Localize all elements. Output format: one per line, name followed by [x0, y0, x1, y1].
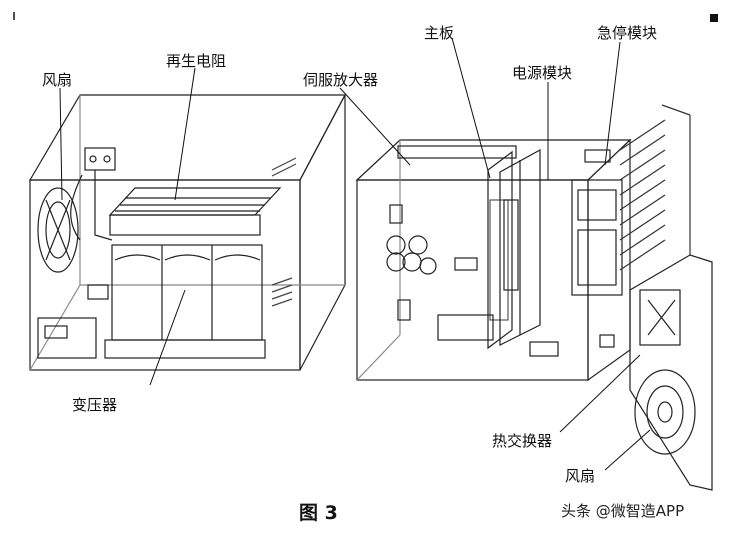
label-fan-left: 风扇	[42, 71, 73, 89]
label-fan-right: 风扇	[565, 467, 596, 485]
left-cabinet	[28, 94, 346, 371]
label-power-module: 电源模块	[512, 64, 573, 82]
watermark: 头条 @微智造APP	[561, 502, 685, 520]
figure-caption: 图 3	[299, 502, 338, 524]
main-board	[487, 150, 513, 350]
right-cabinet	[355, 104, 713, 491]
label-transformer: 变压器	[72, 396, 118, 414]
power-module	[499, 148, 541, 346]
regen-resistor	[108, 187, 282, 236]
corner-mark	[710, 14, 718, 22]
label-estop-module: 急停模块	[597, 24, 658, 42]
transformer	[104, 244, 266, 359]
label-regen-resistor: 再生电阻	[166, 52, 227, 70]
estop-module	[571, 149, 623, 296]
label-servo-amp: 伺服放大器	[303, 71, 379, 89]
label-main-board: 主板	[424, 24, 455, 42]
left-fan	[37, 187, 79, 273]
leader-lines	[59, 37, 651, 471]
side-door	[629, 254, 713, 491]
capacitors	[386, 235, 437, 275]
label-heat-exchanger: 热交换器	[492, 432, 553, 450]
